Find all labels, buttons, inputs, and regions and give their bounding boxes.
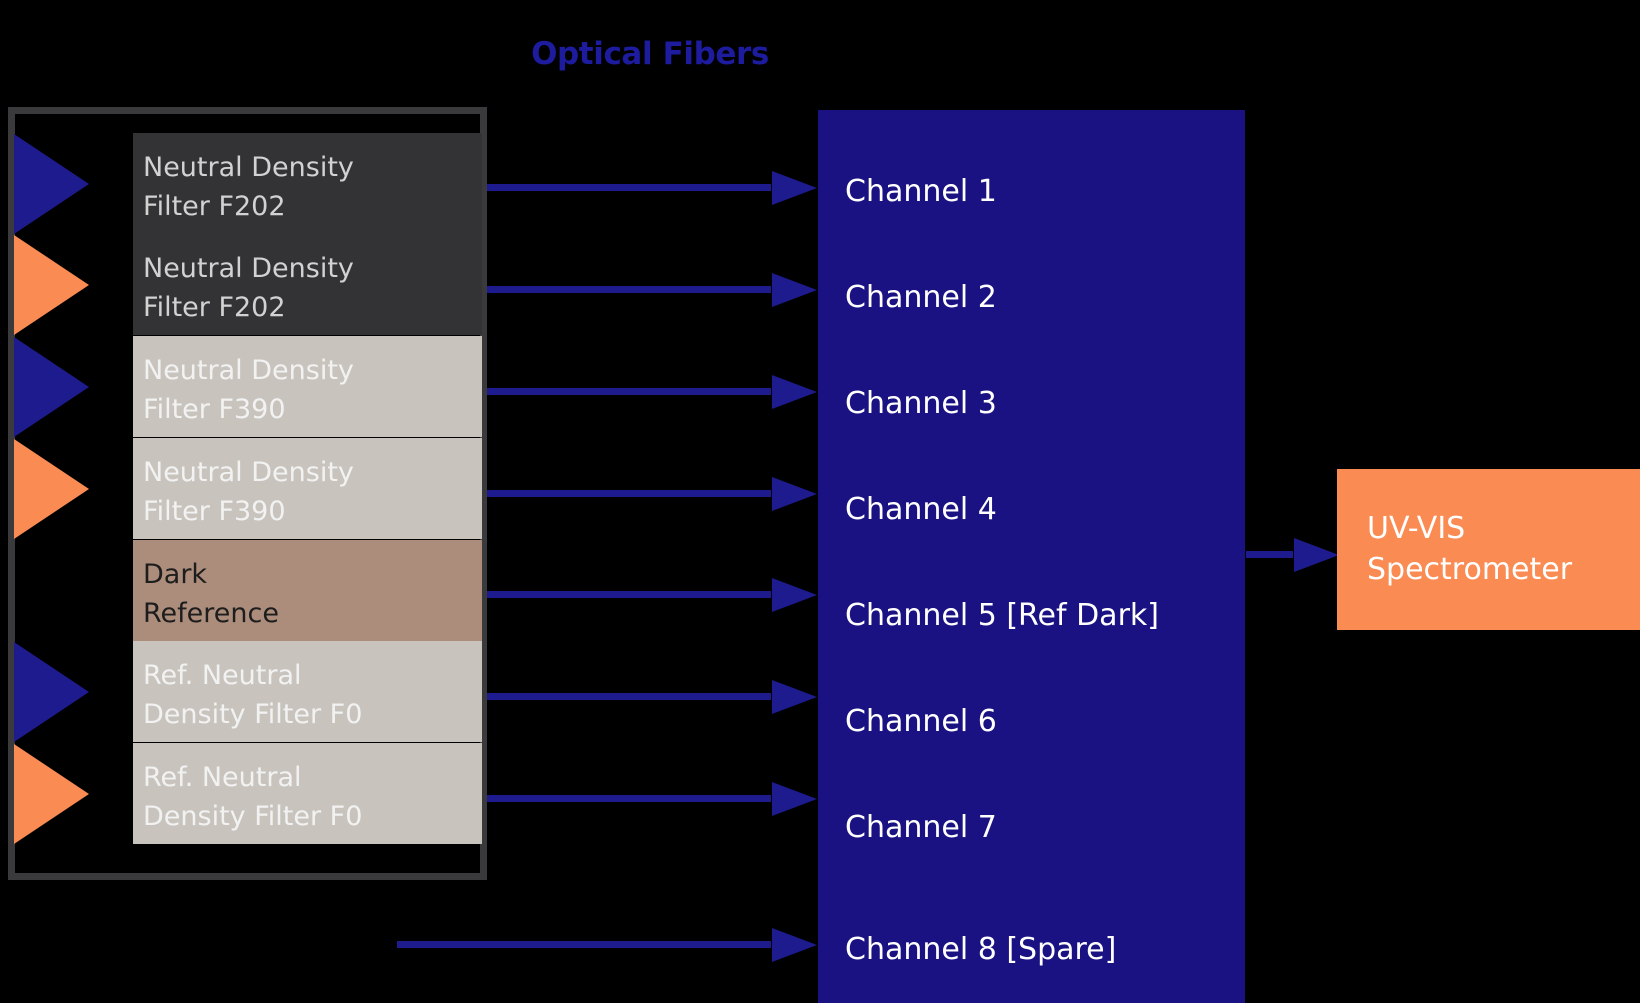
filter-label-line2: Filter F202 bbox=[143, 291, 286, 323]
filter-label-line2: Filter F390 bbox=[143, 393, 286, 425]
page-title: Optical Fibers bbox=[531, 36, 769, 72]
filter-label-line1: Neutral Density bbox=[143, 457, 354, 489]
filter-box[interactable]: Neutral Density Filter F390 bbox=[133, 438, 482, 539]
beam-arrow-icon bbox=[14, 133, 89, 234]
beam-arrow-icon bbox=[14, 743, 89, 844]
fiber-arrow-channel-5 bbox=[487, 591, 771, 598]
filter-row-3[interactable]: Neutral Density Filter F390 bbox=[0, 336, 487, 437]
fiber-arrow-channel-4 bbox=[487, 490, 771, 497]
filter-row-6[interactable]: Ref. Neutral Density Filter F0 bbox=[0, 641, 487, 742]
filter-label-line1: Neutral Density bbox=[143, 253, 354, 285]
filter-label-line1: Ref. Neutral bbox=[143, 762, 302, 794]
channel-item-5[interactable]: Channel 5 [Ref Dark] bbox=[845, 598, 1159, 633]
filter-box[interactable]: Neutral Density Filter F202 bbox=[133, 133, 482, 234]
beam-arrow-icon bbox=[14, 336, 89, 437]
filter-row-4[interactable]: Neutral Density Filter F390 bbox=[0, 438, 487, 539]
filter-row-2[interactable]: Neutral Density Filter F202 bbox=[0, 234, 487, 335]
channel-item-2[interactable]: Channel 2 bbox=[845, 280, 997, 315]
beam-arrow-icon bbox=[14, 438, 89, 539]
filter-label-line1: Neutral Density bbox=[143, 152, 354, 184]
filter-label-line2: Filter F390 bbox=[143, 495, 286, 527]
spectrometer-label-line1: UV-VIS bbox=[1367, 510, 1466, 546]
fiber-arrow-channel-2 bbox=[487, 286, 771, 293]
filter-label-line2: Reference bbox=[143, 597, 279, 629]
filter-label-line1: Dark bbox=[143, 559, 208, 591]
channel-item-8[interactable]: Channel 8 [Spare] bbox=[845, 932, 1117, 967]
filter-box[interactable]: Neutral Density Filter F390 bbox=[133, 336, 482, 437]
fiber-arrow-channel-8 bbox=[397, 941, 771, 948]
channel-item-4[interactable]: Channel 4 bbox=[845, 492, 997, 527]
spectrometer-box[interactable]: UV-VIS Spectrometer bbox=[1337, 469, 1640, 630]
filter-label-line1: Ref. Neutral bbox=[143, 660, 302, 692]
fiber-arrow-channel-1 bbox=[487, 184, 771, 191]
channel-item-1[interactable]: Channel 1 bbox=[845, 174, 997, 209]
filter-label-line2: Filter F202 bbox=[143, 190, 286, 222]
channel-panel: Channel 1 Channel 2 Channel 3 Channel 4 … bbox=[818, 110, 1245, 1003]
filter-row-1[interactable]: Neutral Density Filter F202 bbox=[0, 133, 487, 234]
filter-row-5[interactable]: Dark Reference bbox=[0, 540, 487, 641]
fiber-arrow-channel-7 bbox=[487, 795, 771, 802]
filter-enclosure bbox=[8, 107, 487, 880]
filter-box[interactable]: Ref. Neutral Density Filter F0 bbox=[133, 641, 482, 742]
filter-label-line1: Neutral Density bbox=[143, 355, 354, 387]
filter-box[interactable]: Dark Reference bbox=[133, 540, 482, 641]
fiber-arrow-spectrometer bbox=[1246, 551, 1293, 558]
spectrometer-label-line2: Spectrometer bbox=[1367, 551, 1573, 587]
channel-item-7[interactable]: Channel 7 bbox=[845, 810, 997, 845]
filter-label-line2: Density Filter F0 bbox=[143, 698, 363, 730]
beam-arrow-icon bbox=[14, 234, 89, 335]
filter-box[interactable]: Neutral Density Filter F202 bbox=[133, 234, 482, 335]
filter-label-line2: Density Filter F0 bbox=[143, 800, 363, 832]
beam-arrow-icon bbox=[14, 641, 89, 742]
fiber-arrow-channel-3 bbox=[487, 388, 771, 395]
channel-item-3[interactable]: Channel 3 bbox=[845, 386, 997, 421]
filter-box[interactable]: Ref. Neutral Density Filter F0 bbox=[133, 743, 482, 844]
fiber-arrow-channel-6 bbox=[487, 693, 771, 700]
filter-row-7[interactable]: Ref. Neutral Density Filter F0 bbox=[0, 743, 487, 844]
channel-item-6[interactable]: Channel 6 bbox=[845, 704, 997, 739]
